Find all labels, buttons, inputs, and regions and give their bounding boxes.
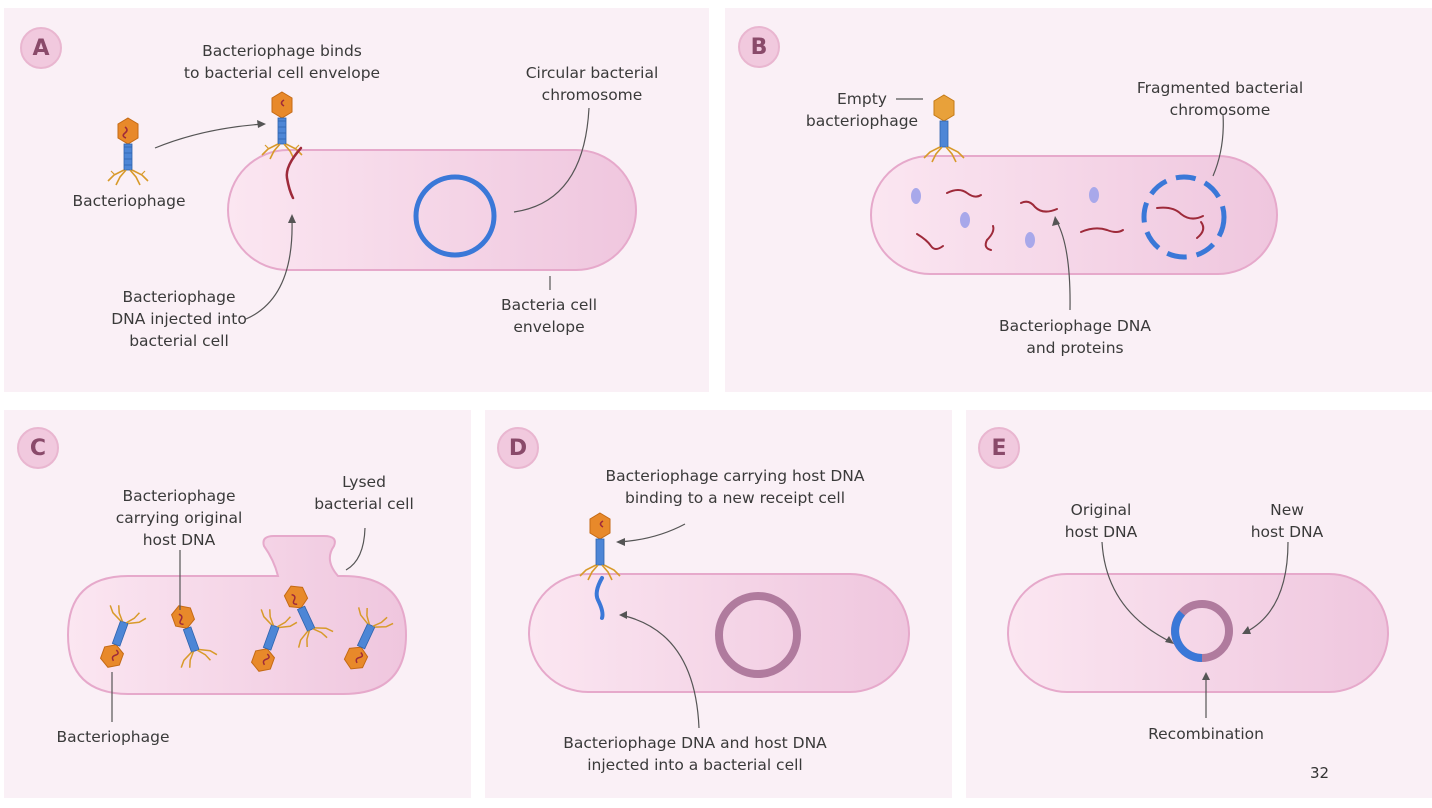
- panel-a-illustration: [107, 91, 637, 320]
- panel-c-illustration: [66, 527, 408, 722]
- bacterial-cell: [227, 149, 637, 271]
- bound-bacteriophage: [261, 91, 303, 160]
- page-number: 32: [1310, 764, 1330, 782]
- panel-b-illustration: [870, 94, 1278, 311]
- panel-c-badge: C: [17, 427, 59, 469]
- injected-dna: [285, 146, 303, 200]
- lysed-cell: [66, 535, 408, 695]
- panel-a-badge: A: [20, 27, 62, 69]
- proteins: [911, 187, 1099, 248]
- host-dna-ring: [715, 592, 801, 678]
- circular-chromosome: [413, 174, 497, 258]
- injected-dna-d: [594, 576, 605, 620]
- recombination-label: Recombination: [1148, 725, 1264, 743]
- panel-e-badge: E: [978, 427, 1020, 469]
- original-host-dna-segment: [1171, 610, 1203, 662]
- panel-d-badge: D: [497, 427, 539, 469]
- dna-fragments: [916, 189, 1205, 251]
- panel-b-badge: B: [738, 26, 780, 68]
- bacteriophage-label-c: Bacteriophage: [56, 728, 170, 746]
- fragmented-chromosome: [1141, 174, 1227, 260]
- bacteriophage-label: Bacteriophage: [72, 192, 186, 210]
- bound-bacteriophage-d: [579, 512, 621, 581]
- free-bacteriophage: [107, 117, 149, 186]
- empty-bacteriophage: [923, 94, 965, 163]
- recombinant-cell: [1007, 573, 1389, 693]
- panel-d-illustration: [528, 512, 910, 729]
- panel-e-illustration: [1007, 541, 1389, 718]
- bacterial-cell: [870, 155, 1278, 275]
